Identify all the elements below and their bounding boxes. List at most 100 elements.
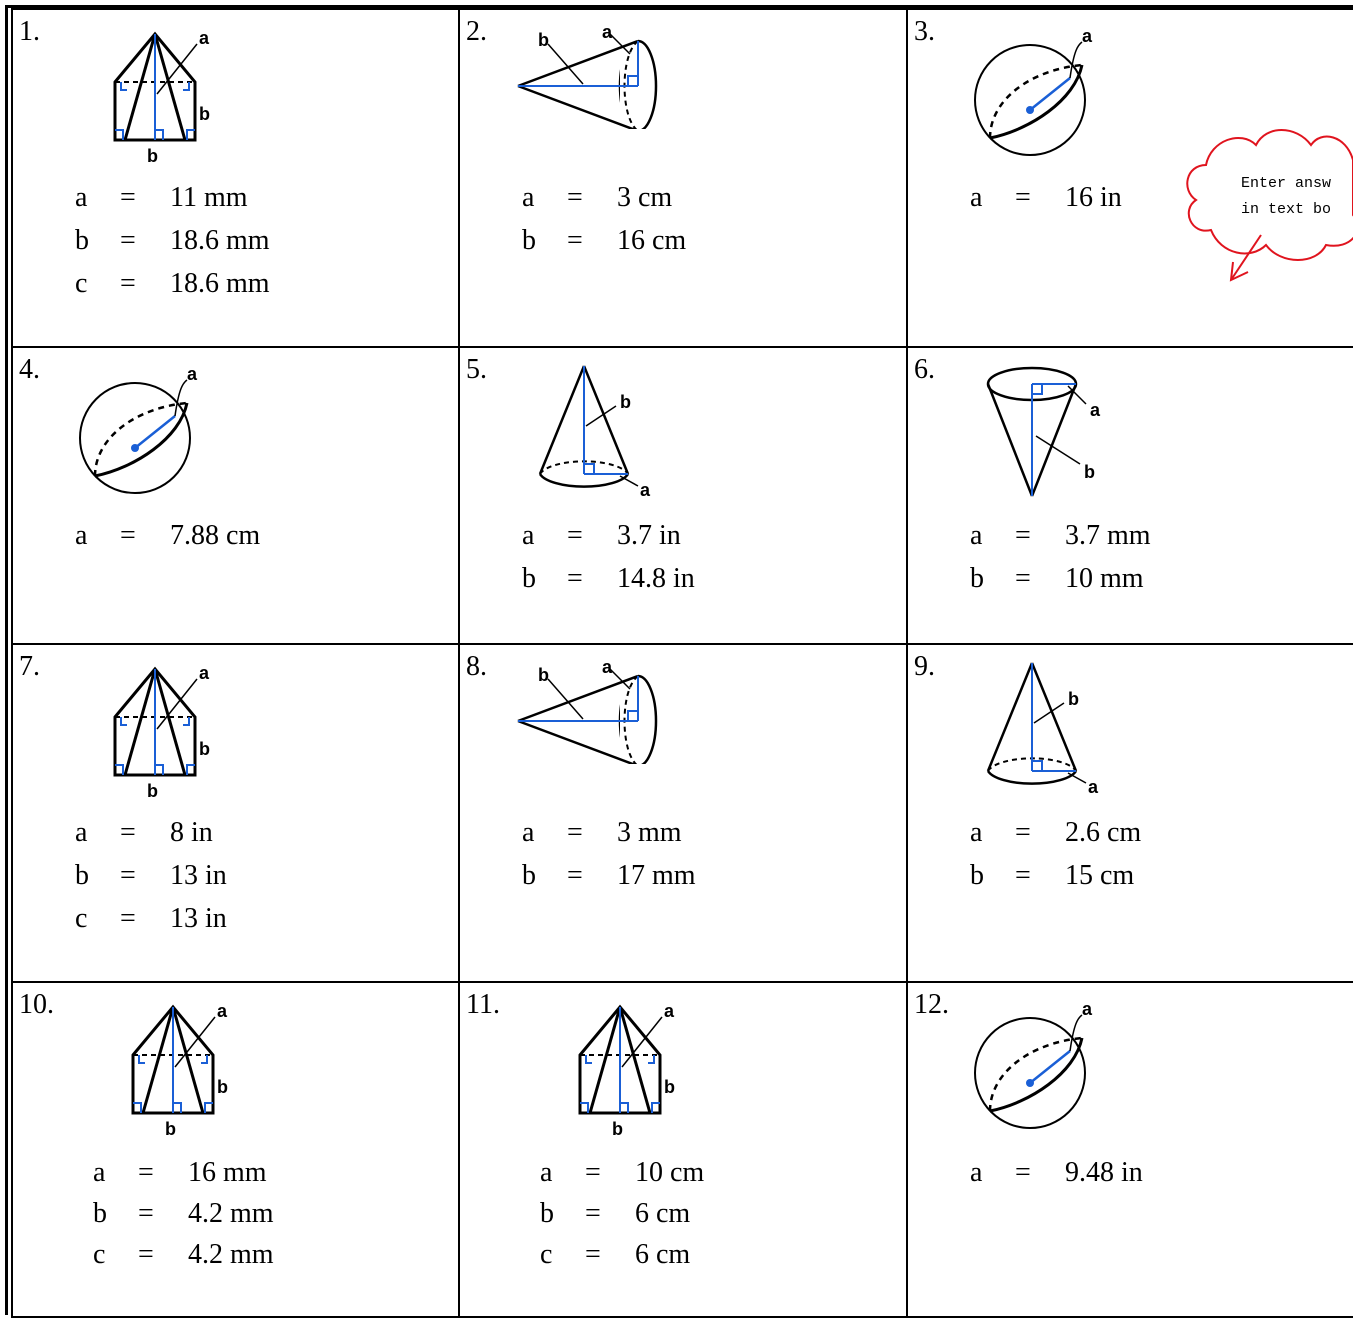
dimension-label: a [602, 24, 613, 42]
problem-number: 7. [19, 651, 40, 682]
equals-sign: = [567, 563, 583, 594]
variable-name: b [970, 860, 984, 891]
problem-number: 4. [19, 354, 40, 385]
cone-side-figure: ab [517, 24, 658, 129]
pyramid-figure: abb [113, 663, 210, 801]
sphere-figure: a [974, 26, 1093, 156]
problem-number: 1. [19, 16, 40, 47]
equals-sign: = [567, 182, 583, 213]
value-row: b=10 mm [970, 559, 1144, 599]
equals-sign: = [138, 1157, 154, 1188]
value-row: b=4.2 mm [93, 1194, 274, 1234]
measurement-value: 15 cm [1065, 860, 1135, 891]
pyramid-figure: abb [113, 28, 210, 166]
measurement-value: 9.48 in [1065, 1157, 1143, 1188]
value-row: a=9.48 in [970, 1153, 1143, 1193]
variable-name: b [75, 225, 89, 256]
value-row: c=13 in [75, 899, 227, 939]
value-row: c=6 cm [540, 1235, 690, 1275]
measurement-value: 13 in [170, 860, 227, 891]
dimension-label: a [664, 1001, 675, 1021]
value-row: b=18.6 mm [75, 221, 270, 261]
dimension-label: b [538, 665, 549, 685]
value-row: b=6 cm [540, 1194, 690, 1234]
dimension-label: a [1090, 400, 1101, 420]
dimension-label: b [1068, 689, 1079, 709]
dimension-label: a [199, 663, 210, 683]
dimension-label: a [187, 364, 198, 384]
variable-name: a [75, 182, 88, 213]
dimension-label: b [1084, 462, 1095, 482]
equals-sign: = [1015, 520, 1031, 551]
variable-name: a [970, 1157, 983, 1188]
hint-line-1: Enter answ [1241, 175, 1331, 192]
value-row: a=3.7 mm [970, 516, 1151, 556]
equals-sign: = [567, 860, 583, 891]
value-row: b=17 mm [522, 856, 696, 896]
measurement-value: 7.88 cm [170, 520, 261, 551]
equals-sign: = [585, 1239, 601, 1270]
value-row: a=16 mm [93, 1153, 267, 1193]
cloud-icon: Enter answ in text bo [1186, 129, 1353, 282]
value-row: a = 11 mm [75, 178, 248, 218]
value-row: a=2.6 cm [970, 813, 1141, 853]
measurement-value: 13 in [170, 903, 227, 934]
value-row: a = 3 mm [522, 813, 682, 853]
equals-sign: = [1015, 182, 1031, 213]
variable-name: a [522, 817, 535, 848]
measurement-value: 3.7 mm [1065, 520, 1151, 551]
value-row: a=3 cm [522, 178, 672, 218]
equals-sign: = [585, 1157, 601, 1188]
value-row: b=13 in [75, 856, 227, 896]
problem-number: 12. [914, 989, 949, 1020]
variable-name: b [522, 225, 536, 256]
measurement-value: 10 mm [1065, 563, 1144, 594]
variable-name: a [522, 520, 535, 551]
cone-upright-figure: ba [986, 662, 1099, 797]
measurement-value: 8 in [170, 817, 213, 848]
equals-sign: = [567, 817, 583, 848]
measurement-value: 4.2 mm [188, 1239, 274, 1270]
problem-number: 3. [914, 16, 935, 47]
value-row: c=18.6 mm [75, 264, 270, 304]
dimension-label: b [538, 30, 549, 50]
measurement-value: 3 cm [617, 182, 673, 213]
dimension-label: b [165, 1119, 176, 1139]
value-row: b=14.8 in [522, 559, 695, 599]
dimension-label: b [147, 781, 158, 801]
equals-sign: = [120, 520, 136, 551]
measurement-value: 16 cm [617, 225, 687, 256]
measurement-value: 4.2 mm [188, 1198, 274, 1229]
equals-sign: = [138, 1198, 154, 1229]
measurement-value: 2.6 cm [1065, 817, 1142, 848]
variable-name: a [970, 182, 983, 213]
equals-sign: = [120, 182, 136, 213]
variable-name: a [75, 520, 88, 551]
value-row: b=15 cm [970, 856, 1134, 896]
pyramid-figure: abb [578, 1001, 675, 1139]
equals-sign: = [585, 1198, 601, 1229]
variable-name: c [75, 268, 88, 299]
dimension-label: a [640, 480, 651, 500]
dimension-label: a [199, 28, 210, 48]
measurement-value: 11 mm [170, 182, 248, 213]
problem-number: 2. [466, 16, 487, 47]
equals-sign: = [1015, 817, 1031, 848]
problem-number: 10. [19, 989, 54, 1020]
measurement-value: 3 mm [617, 817, 682, 848]
dimension-label: b [620, 392, 631, 412]
variable-name: b [970, 563, 984, 594]
value-row: a=8 in [75, 813, 213, 853]
measurement-value: 16 in [1065, 182, 1122, 213]
hint-callout: Enter answ in text bo [1176, 120, 1353, 285]
measurement-value: 18.6 mm [170, 225, 270, 256]
